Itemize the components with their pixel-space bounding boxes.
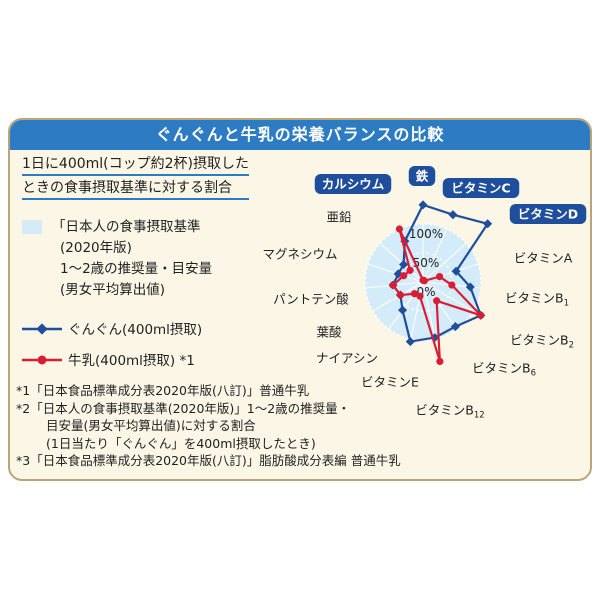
point-milk [396,291,404,299]
intro-text: 1日に400ml(コップ約2杯)摂取した ときの食事摂取基準に対する割合 [22,154,249,202]
axis-label-badge [314,174,392,194]
point-milk [433,297,441,305]
spoke [388,281,424,330]
legend-milk-label: 牛乳(400ml摂取) *1 [68,353,195,369]
axis-label: 葉酸 [316,325,342,340]
series-line-milk [391,227,482,363]
point-gungun [448,210,458,220]
spoke [422,281,474,312]
axis-label: パントテン酸 [273,292,349,307]
footnote-1: *1「日本食品標準成分表2020年版(八訂)」普通牛乳 [16,383,310,398]
point-gungun [465,282,475,292]
ring-label: 50% [413,256,440,270]
axis-label-badge [408,166,436,186]
footnote-3: *3「日本食品標準成分表2020年版(八訂)」脂肪酸成分表編 普通牛乳 [16,453,401,468]
spoke [422,281,436,339]
footnotes: *1「日本食品標準成分表2020年版(八訂)」普通牛乳 *2「日本人の食事摂取基… [16,382,401,470]
ring-label: 100% [409,227,443,241]
spoke [422,228,448,283]
spoke [422,281,458,330]
axis-label: ビタミンC [451,181,510,196]
axis-label: ビタミンB2 [510,333,574,351]
point-milk [410,290,419,298]
axis-label: ビタミンB1 [505,291,569,309]
axis-label: ビタミンB6 [472,361,536,379]
axis-label: 亜鉛 [326,210,352,225]
point-milk [435,273,444,281]
chart-title: ぐんぐんと牛乳の栄養バランスの比較 [10,120,590,150]
axis-label-badge [509,204,587,224]
spoke [410,281,424,339]
point-milk [389,281,397,289]
intro-line-2: ときの食事摂取基準に対する割合 [22,178,249,200]
spoke [422,242,467,283]
legend-gungun-label: ぐんぐん(400ml摂取) [68,322,203,338]
axis-label: カルシウム [322,177,385,192]
footnote-2-cont-1: 目安量(男女平均算出値)に対する割合 [46,418,256,433]
point-milk [477,311,485,319]
axis-label-badge [442,178,520,198]
axis-label: ビタミンE [361,375,419,390]
legend-standard-line-1: 「日本人の食事摂取基準 [52,219,201,235]
axis-label: ビタミンD [518,207,578,222]
legend-standard-swatch [22,220,42,234]
point-milk [448,281,456,289]
point-milk [406,266,414,274]
point-milk [420,277,428,285]
legend-standard-line-4: (男女平均算出値) [60,282,166,298]
point-milk [436,357,444,366]
point-milk [400,272,408,280]
axis-label: マグネシウム [262,247,337,262]
footnote-2: *2「日本人の食事摂取基準(2020年版)」1〜2歳の推奨量・ [16,400,351,416]
axis-label: ナイアシン [316,351,378,366]
point-gungun [405,337,415,347]
point-milk [416,292,424,300]
series-line-gungun [391,203,489,343]
footnote-2-cont-2: (1日当たり「ぐんぐん」を400ml摂取したとき) [46,435,316,451]
point-milk [395,225,404,233]
intro-line-1: 1日に400ml(コップ約2杯)摂取した [22,154,249,176]
legend-gungun-line-icon [22,323,62,335]
chart-panel: ぐんぐんと牛乳の栄養バランスの比較 1日に400ml(コップ約2杯)摂取した と… [8,118,592,481]
legend-standard-line-2: (2020年版) [60,240,132,256]
axis-label: ビタミンB12 [415,403,484,421]
legend-milk-line-icon [22,355,62,365]
radar-chart: 100%50%0%鉄ビタミンCビタミンDビタミンAビタミンB1ビタミンB2ビタミ… [262,166,587,421]
axis-label: ビタミンA [514,251,573,266]
point-gungun [418,200,428,210]
axis-label: 鉄 [416,169,429,184]
legend-standard-line-3: 1〜2歳の推奨量・目安量 [60,261,213,277]
